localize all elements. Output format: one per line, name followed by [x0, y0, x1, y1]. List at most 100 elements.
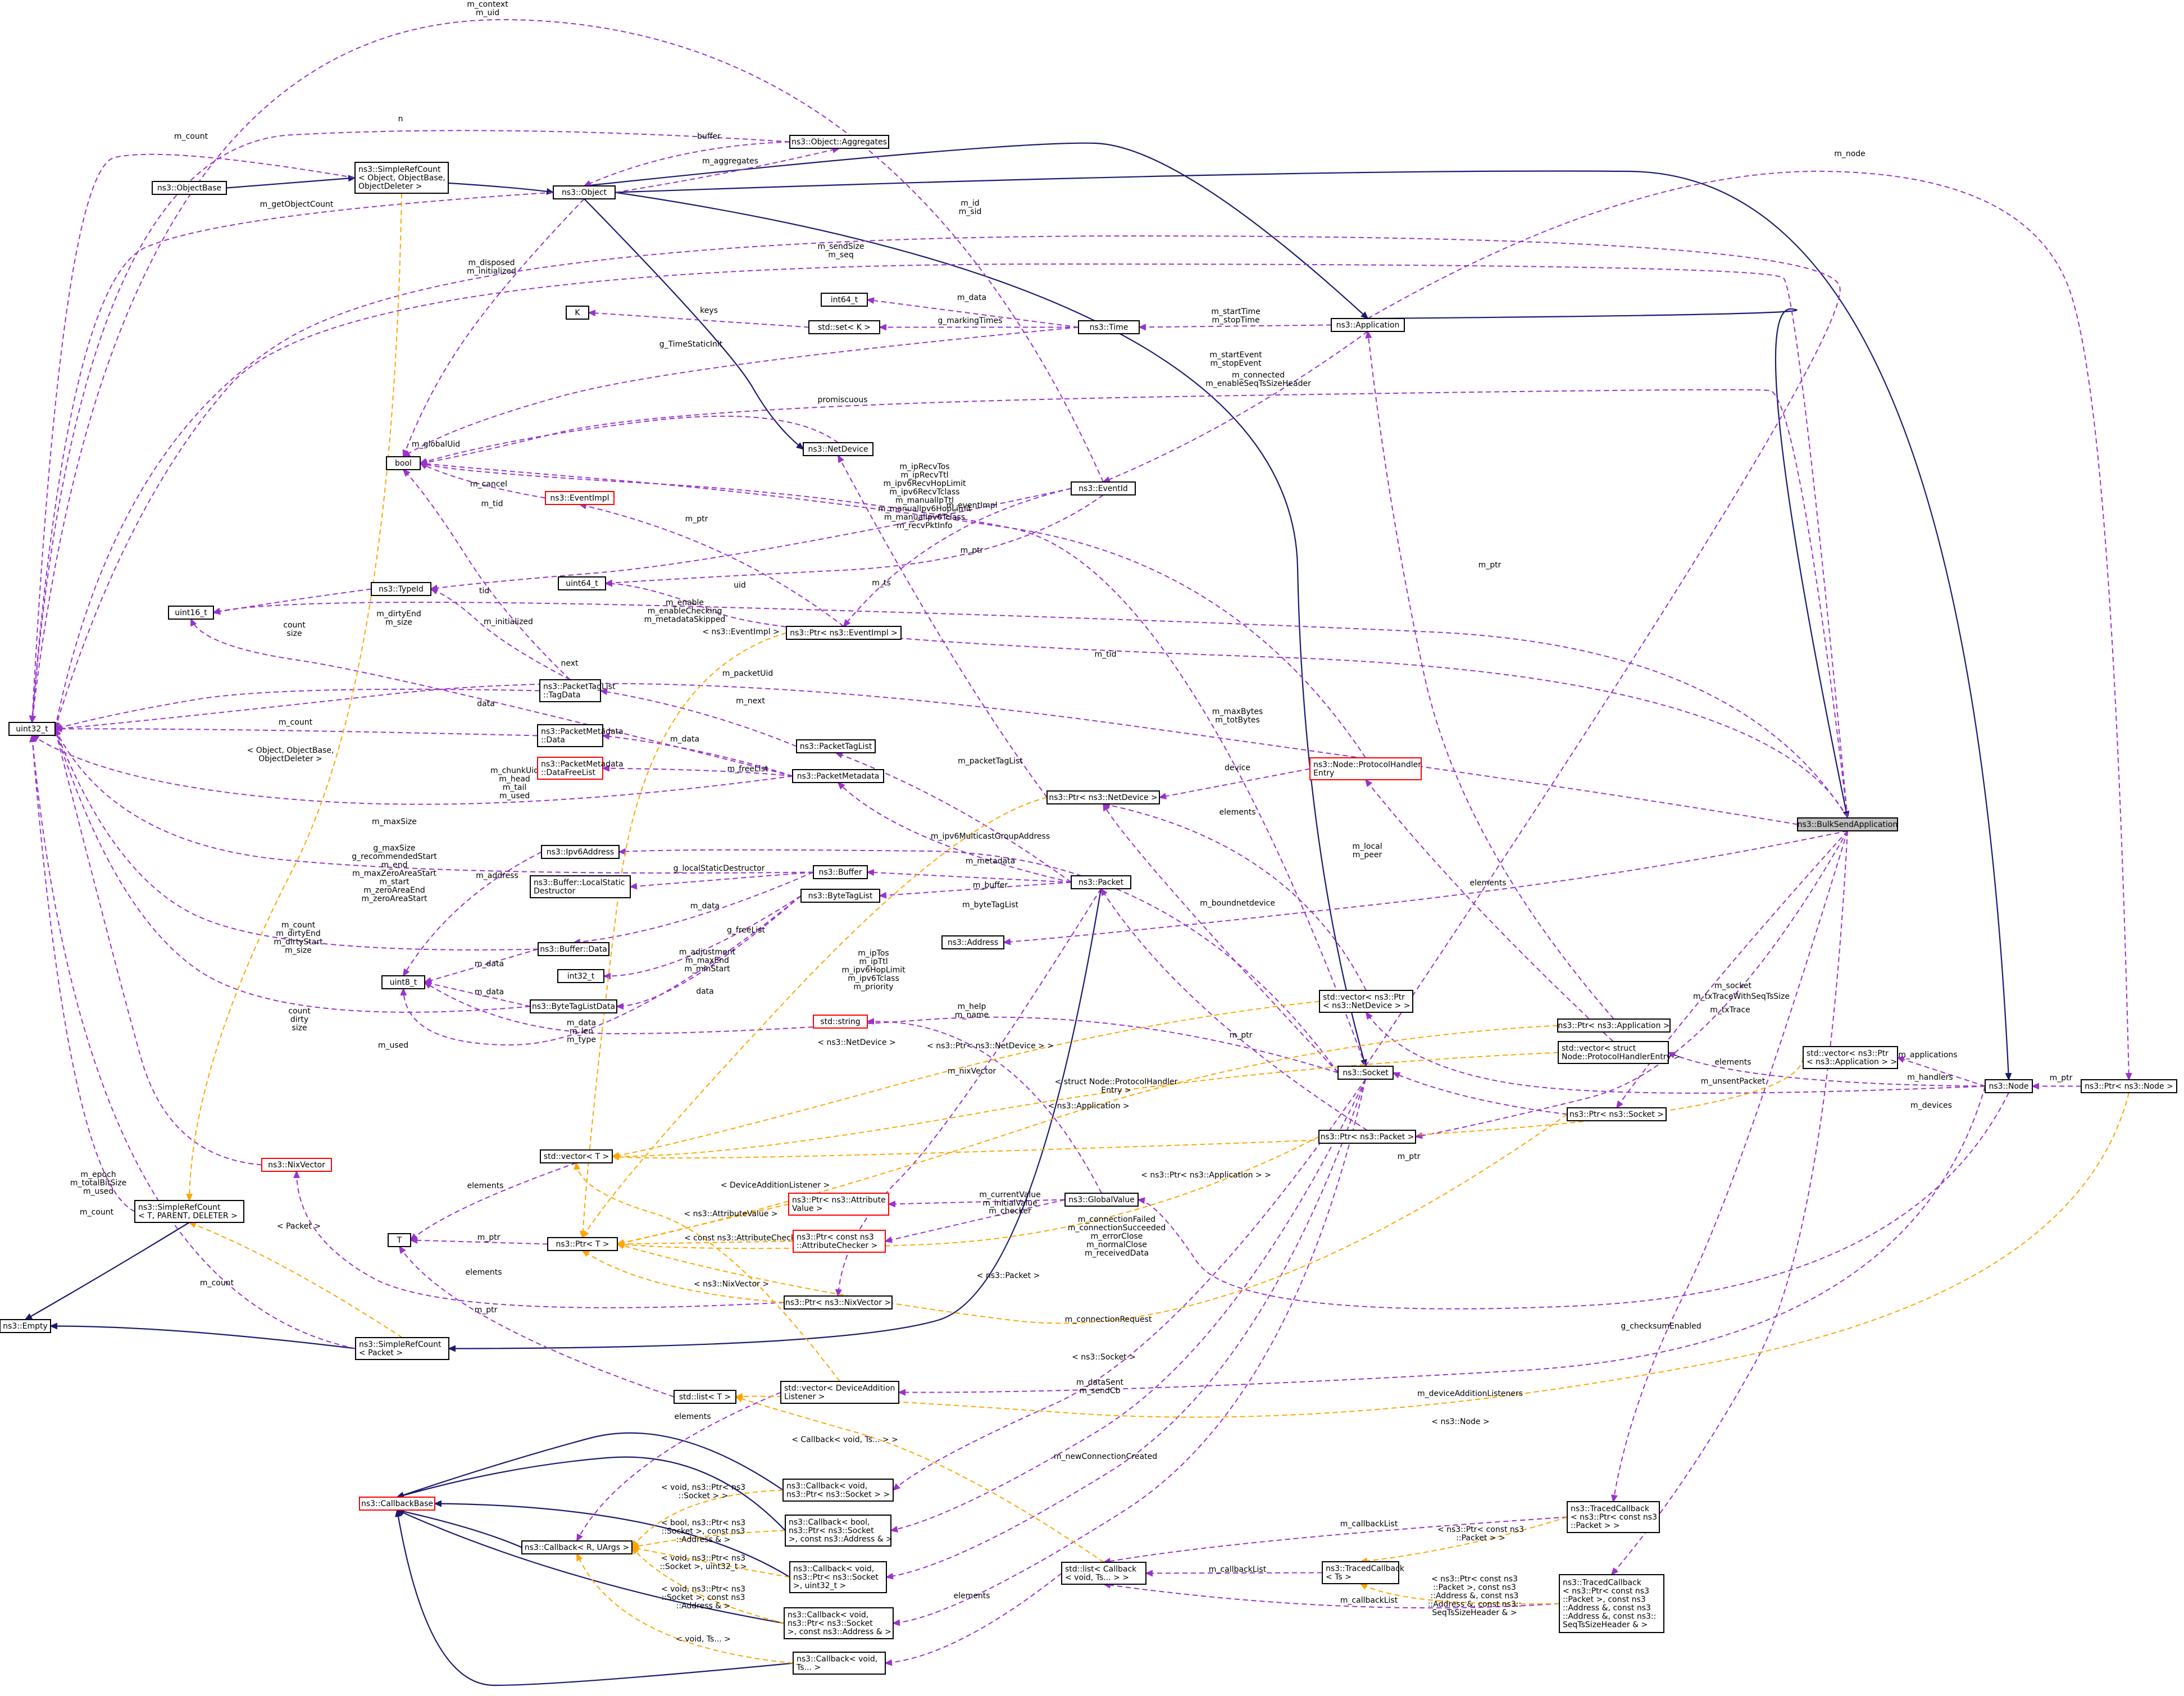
class-node-stdstring[interactable]: std::string [813, 1015, 868, 1029]
class-node-traced-cb-packet[interactable]: ns3::TracedCallback< ns3::Ptr< const ns3… [1567, 1501, 1660, 1533]
class-node-cb-void-socket-u32[interactable]: ns3::Callback< void,ns3::Ptr< ns3::Socke… [789, 1561, 887, 1593]
class-node-simplerefcount-obj[interactable]: ns3::SimpleRefCount< Object, ObjectBase,… [354, 162, 449, 194]
class-node-tagdata[interactable]: ns3::PacketTagList::TagData [539, 679, 616, 702]
class-node-typeid[interactable]: ns3::TypeId [371, 582, 431, 596]
usage-edge-bulk-to-traced-cb-packet [1610, 830, 1848, 1503]
class-node-ptr-application[interactable]: ns3::Ptr< ns3::Application > [1557, 1018, 1671, 1033]
class-node-callbackbase[interactable]: ns3::CallbackBase [359, 1497, 435, 1511]
class-node-ptr-socket[interactable]: ns3::Ptr< ns3::Socket > [1567, 1107, 1667, 1121]
class-node-stdlist-t[interactable]: std::list< T > [674, 1390, 736, 1404]
class-node-packetmetadata[interactable]: ns3::PacketMetadata [792, 769, 884, 783]
usage-edge-buffer-data-to-uint32 [54, 727, 539, 951]
class-node-pm-freelist[interactable]: ns3::PacketMetadata::DataFreeList [537, 757, 624, 780]
class-node-nixvector[interactable]: ns3::NixVector [261, 1158, 332, 1172]
node-frame [541, 845, 620, 859]
class-node-cb-void-ts[interactable]: ns3::Callback< void,Ts... > [793, 1652, 886, 1675]
class-node-eventimpl[interactable]: ns3::EventImpl [545, 491, 615, 505]
node-frame [557, 969, 604, 983]
class-node-ptr-eventimpl[interactable]: ns3::Ptr< ns3::EventImpl > [786, 626, 902, 640]
class-node-int64[interactable]: int64_t [821, 293, 868, 307]
class-node-simplerefcount-packet[interactable]: ns3::SimpleRefCount< Packet > [355, 1337, 449, 1360]
usage-edge-typeid-to-uint16 [212, 588, 372, 615]
class-node-uint8[interactable]: uint8_t [381, 975, 425, 989]
edge-label-data-f: m_data [475, 988, 504, 997]
class-node-buffer-data[interactable]: ns3::Buffer::Data [538, 942, 609, 956]
class-node-cb-void-socket-addr[interactable]: ns3::Callback< void,ns3::Ptr< ns3::Socke… [784, 1607, 894, 1639]
class-node-bytetaglist[interactable]: ns3::ByteTagList [800, 889, 880, 903]
class-node-bulk[interactable]: ns3::BulkSendApplication [1797, 817, 1898, 831]
class-node-stdvector-t[interactable]: std::vector< T > [540, 1149, 613, 1163]
class-node-empty[interactable]: ns3::Empty [0, 1319, 51, 1333]
class-node-vec-ptr-netdevice[interactable]: std::vector< ns3::Ptr< ns3::NetDevice > … [1319, 990, 1413, 1013]
class-node-cb-bool-socket-addr[interactable]: ns3::Callback< bool,ns3::Ptr< ns3::Socke… [785, 1515, 893, 1547]
edge-label-used: m_used [378, 1041, 408, 1050]
class-node-ptr-nixvector[interactable]: ns3::Ptr< ns3::NixVector > [784, 1295, 893, 1309]
class-node-simplerefcount-t[interactable]: ns3::SimpleRefCount< T, PARENT, DELETER … [134, 1200, 244, 1223]
class-node-globalvalue[interactable]: ns3::GlobalValue [1064, 1193, 1139, 1207]
node-label: ns3::TypeId [379, 585, 424, 594]
class-node-eventid[interactable]: ns3::EventId [1071, 481, 1136, 495]
class-node-ipv6address[interactable]: ns3::Ipv6Address [541, 845, 620, 859]
class-node-uint32[interactable]: uint32_t [8, 722, 56, 736]
usage-edge-object-to-uint32 [29, 192, 554, 724]
inheritance-edge-simplerefcount-packet-to-empty [49, 1322, 356, 1349]
class-node-ptr-packet[interactable]: ns3::Ptr< ns3::Packet > [1318, 1130, 1416, 1144]
class-node-object-aggregates[interactable]: ns3::Object::Aggregates [789, 135, 889, 149]
class-node-vec-ptr-application[interactable]: std::vector< ns3::Ptr< ns3::Application … [1803, 1046, 1898, 1069]
class-node-netdevice[interactable]: ns3::NetDevice [803, 442, 873, 456]
class-node-object[interactable]: ns3::Object [553, 185, 616, 199]
node-label: ns3::Address [948, 938, 998, 947]
usage-edge-object-to-object-aggregates [615, 146, 840, 193]
edge-label-count-a: m_count [174, 132, 208, 141]
node-frame [381, 975, 425, 989]
class-node-pm-data[interactable]: ns3::PacketMetadata::Data [537, 724, 624, 747]
class-node-ptr-netdevice[interactable]: ns3::Ptr< ns3::NetDevice > [1046, 790, 1160, 804]
edge-label-tmpl-attrvalue: < ns3::AttributeValue > [684, 1210, 777, 1218]
class-node-packet[interactable]: ns3::Packet [1071, 875, 1131, 889]
node-frame [538, 942, 609, 956]
edge-label-packettaglist: m_packetTagList [958, 757, 1023, 766]
edge-label-bytetaglist: m_byteTagList [962, 901, 1019, 910]
node-label: int32_t [567, 972, 595, 981]
node-label: std::vector< ns3::Ptr< ns3::NetDevice > … [1323, 993, 1411, 1011]
class-node-callback-ru[interactable]: ns3::Callback< R, UArgs > [521, 1540, 633, 1554]
class-node-bool[interactable]: bool [386, 456, 421, 470]
usage-edge-socket-to-ptr-netdevice [1103, 803, 1339, 1074]
class-node-socket[interactable]: ns3::Socket [1337, 1066, 1394, 1080]
class-node-traced-cb-seqts[interactable]: ns3::TracedCallback< ns3::Ptr< const ns3… [1559, 1574, 1664, 1633]
class-node-objectbase[interactable]: ns3::ObjectBase [152, 181, 227, 195]
class-node-node[interactable]: ns3::Node [1985, 1079, 2033, 1093]
class-node-ptr-node[interactable]: ns3::Ptr< ns3::Node > [2081, 1079, 2177, 1093]
class-node-time[interactable]: ns3::Time [1078, 320, 1140, 334]
class-node-uint64[interactable]: uint64_t [558, 576, 606, 590]
edge-label-count-d: m_count [200, 1279, 234, 1288]
class-node-ptr-t[interactable]: ns3::Ptr< T > [547, 1237, 618, 1251]
class-node-application[interactable]: ns3::Application [1331, 318, 1405, 332]
class-node-traced-callback-ts[interactable]: ns3::TracedCallback< Ts > [1322, 1561, 1405, 1584]
class-node-stdlist-callback[interactable]: std::list< Callback< void, Ts... > > [1061, 1562, 1146, 1585]
class-node-address[interactable]: ns3::Address [941, 935, 1004, 949]
node-frame [813, 865, 868, 879]
class-node-k[interactable]: K [566, 306, 589, 320]
class-node-set-k[interactable]: std::set< K > [808, 320, 880, 334]
class-node-ptr-attrchecker[interactable]: ns3::Ptr< const ns3::AttributeChecker > [793, 1230, 886, 1253]
class-node-buffer[interactable]: ns3::Buffer [813, 865, 868, 879]
usage-edge-packet-to-bytetaglist [879, 881, 1072, 899]
node-frame [540, 1149, 613, 1163]
class-node-bytetaglistdata[interactable]: ns3::ByteTagListData [530, 999, 617, 1013]
class-node-uint16[interactable]: uint16_t [168, 606, 214, 620]
class-node-t[interactable]: T [388, 1233, 411, 1247]
edge-label-eventimpl: m_eventImpl [946, 501, 997, 510]
usage-edge-tagdata-to-typeid [430, 588, 571, 680]
class-node-packettaglist[interactable]: ns3::PacketTagList [796, 739, 876, 753]
class-node-cb-void-socket[interactable]: ns3::Callback< void,ns3::Ptr< ns3::Socke… [782, 1479, 894, 1502]
class-node-int32[interactable]: int32_t [557, 969, 604, 983]
usage-edge-object-aggregates-to-object [583, 141, 790, 187]
edge-label-txtrace: m_txTrace [1710, 1006, 1750, 1015]
